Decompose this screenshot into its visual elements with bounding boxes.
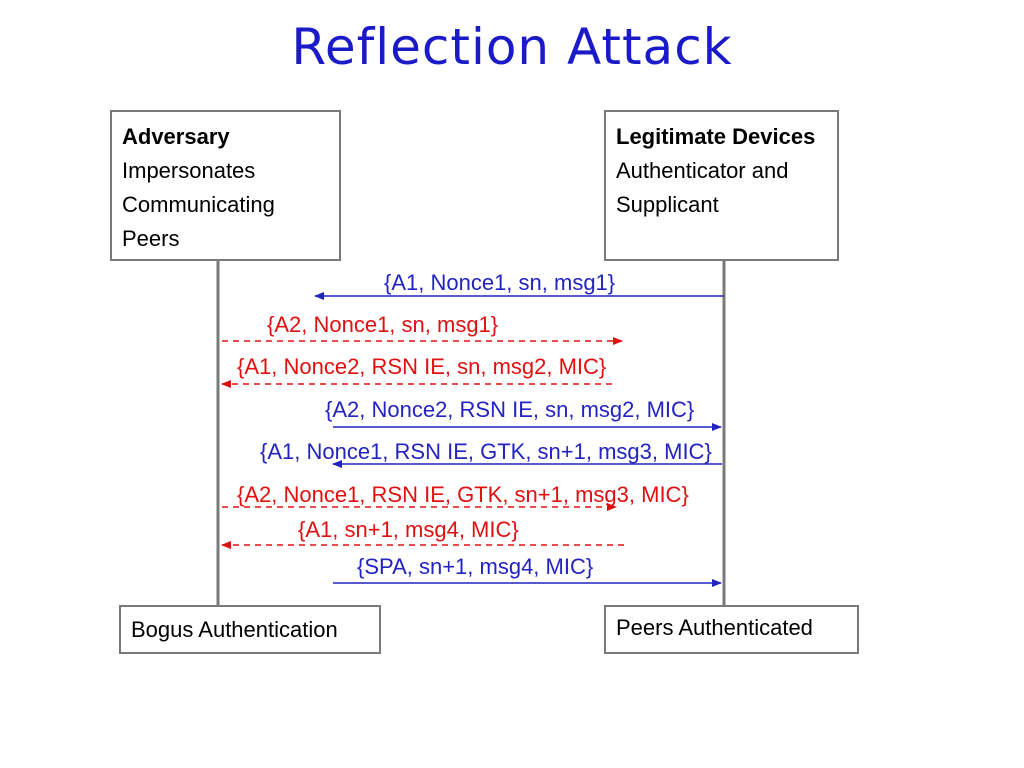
message-7-label: {A1, sn+1, msg4, MIC} bbox=[298, 517, 519, 542]
message-arrows bbox=[221, 292, 724, 587]
legitimate-heading: Legitimate Devices bbox=[616, 124, 816, 149]
peers-authenticated-box: Peers Authenticated bbox=[604, 605, 859, 654]
message-2-label: {A2, Nonce1, sn, msg1} bbox=[267, 312, 499, 337]
bogus-authentication-box: Bogus Authentication bbox=[119, 605, 381, 654]
message-6-label: {A2, Nonce1, RSN IE, GTK, sn+1, msg3, MI… bbox=[237, 482, 689, 507]
legitimate-devices-box: Legitimate Devices Authenticator and Sup… bbox=[604, 110, 839, 261]
message-8-label: {SPA, sn+1, msg4, MIC} bbox=[357, 554, 594, 579]
message-1-label: {A1, Nonce1, sn, msg1} bbox=[384, 270, 616, 295]
legitimate-line-2: Supplicant bbox=[616, 192, 719, 217]
adversary-heading: Adversary bbox=[122, 124, 230, 149]
adversary-line-1: Impersonates bbox=[122, 158, 256, 183]
bogus-authentication-label: Bogus Authentication bbox=[131, 617, 338, 642]
adversary-line-3: Peers bbox=[122, 226, 180, 251]
adversary-box: Adversary Impersonates Communicating Pee… bbox=[110, 110, 341, 261]
message-3-label: {A1, Nonce2, RSN IE, sn, msg2, MIC} bbox=[237, 354, 607, 379]
message-4-label: {A2, Nonce2, RSN IE, sn, msg2, MIC} bbox=[325, 397, 695, 422]
peers-authenticated-label: Peers Authenticated bbox=[616, 615, 813, 640]
adversary-line-2: Communicating bbox=[122, 192, 275, 217]
slide-title: Reflection Attack bbox=[291, 18, 733, 76]
legitimate-line-1: Authenticator and bbox=[616, 158, 789, 183]
message-5-label: {A1, Nonce1, RSN IE, GTK, sn+1, msg3, MI… bbox=[260, 439, 712, 464]
